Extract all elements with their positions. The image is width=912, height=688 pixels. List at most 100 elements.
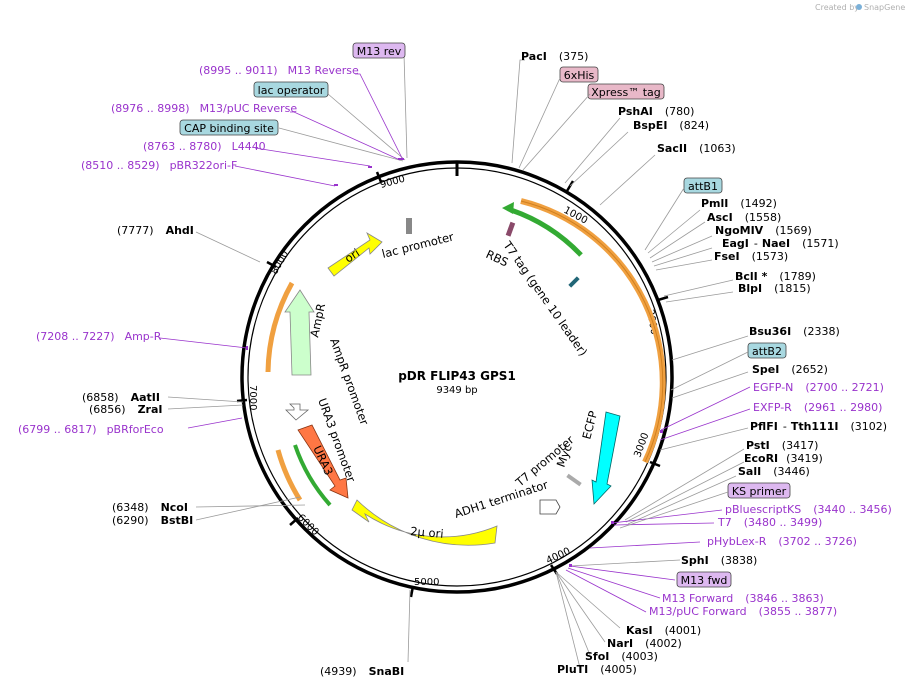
t7tag-arrowhead: [502, 202, 514, 214]
svg-text:KS primer: KS primer: [732, 485, 787, 498]
enzyme-leaders: [167, 53, 749, 669]
primer-pbr322ori-f: (8510 .. 8529)pBR322ori-F: [81, 159, 237, 172]
enzyme-fseI: FseI(1573): [714, 250, 788, 263]
ori-label: ori: [342, 246, 362, 266]
myc-feature: [566, 473, 582, 487]
enzyme-pmlI: PmlI(1492): [701, 197, 777, 210]
box-ks-primer: KS primer: [727, 482, 791, 499]
primer-leaders: [159, 73, 751, 613]
backbone-outer: [240, 160, 674, 594]
box-attb1: attB1: [683, 177, 723, 194]
enzyme-ngoMIV: NgoMIV(1569): [715, 224, 812, 237]
enzyme-ecoRI: EcoRI(3419): [744, 452, 823, 465]
tick-6000: 6000: [295, 512, 321, 538]
plasmid-name: pDR FLIP43 GPS1: [398, 369, 516, 383]
primer-pbluescriptks: pBluescriptKS(3440 .. 3456): [725, 503, 892, 516]
box-attb2: attB2: [747, 342, 787, 359]
ori-feature: [327, 232, 383, 277]
primer-egfp-n: EGFP-N(2700 .. 2721): [753, 381, 884, 394]
enzyme-bsu36I: Bsu36I(2338): [749, 325, 840, 338]
box-leaders: [518, 77, 749, 529]
primer-m13-forward: M13 Forward(3846 .. 3863): [662, 592, 824, 605]
primer-pbrforeco: (6799 .. 6817)pBRforEco: [18, 423, 164, 436]
svg-text:lac operator: lac operator: [258, 84, 325, 97]
box-6xhis: 6xHis: [559, 66, 599, 83]
enzyme-sacII: SacII(1063): [657, 142, 736, 155]
box-lac-operator: lac operator: [253, 81, 329, 98]
enzyme-pshAI: PshAI(780): [618, 105, 694, 118]
enzyme-narI: NarI(4002): [607, 637, 682, 650]
enzyme-speI: SpeI(2652): [752, 363, 828, 376]
lac-promoter-mark: [406, 218, 412, 234]
enzyme-pacI: PacI(375): [521, 50, 588, 63]
2mu-ori-feature: [351, 499, 498, 546]
ura3-label: URA3: [310, 443, 336, 477]
svg-text:attB2: attB2: [752, 345, 782, 358]
enzyme-kasI: KasI(4001): [626, 624, 701, 637]
small-feature-mark: [568, 276, 580, 288]
tick-5000: 5000: [414, 577, 439, 588]
ura3-feature: [297, 424, 349, 499]
box-cap-binding-site: CAP binding site: [179, 119, 279, 136]
tick-7000: 7000: [247, 385, 258, 410]
enzyme-pluTI: PluTI(4005): [557, 663, 637, 676]
enzyme-bclI: BclI *(1789): [735, 270, 816, 283]
adh1-terminator-feature: [539, 499, 561, 515]
primer-m13-reverse: (8995 .. 9011)M13 Reverse: [199, 64, 359, 77]
enzyme-aatII: (6858)AatII: [82, 391, 160, 404]
ring-ticks: [236, 171, 669, 598]
primer-phyblex-r: pHybLex-R(3702 .. 3726): [707, 535, 857, 548]
enzyme-ahdI: (7777)AhdI: [117, 224, 194, 237]
credit-prefix: Created by: [815, 3, 859, 12]
enzyme-pstI: PstI(3417): [746, 439, 818, 452]
primer-l4440: (8763 .. 8780)L4440: [143, 140, 266, 153]
adh1-terminator-label: ADH1 terminator: [453, 477, 550, 521]
box-m13-fwd: M13 fwd: [676, 571, 732, 588]
primer-amp-r: (7208 .. 7227)Amp-R: [36, 330, 162, 343]
snapgene-logo-icon: [856, 4, 862, 10]
tick-8000: 8000: [269, 249, 291, 277]
orange-feature-arc-left-top: [265, 281, 295, 373]
primer-marks: [246, 158, 663, 567]
t7tag-green-arc: [510, 207, 583, 257]
rbs-mark: [505, 221, 516, 237]
enzyme-bstBI: (6290)BstBI: [112, 514, 193, 527]
ecfp-feature: [591, 411, 621, 505]
credit-brand: SnapGene: [864, 3, 905, 12]
svg-text:M13 fwd: M13 fwd: [681, 574, 728, 587]
enzyme-bspEI: BspEI(824): [633, 119, 709, 132]
enzyme-pflFI-tth111I: PflFI-Tth111I(3102): [750, 420, 887, 433]
enzyme-snaBI: (4939)SnaBI: [320, 665, 404, 678]
ampr-label: AmpR: [307, 302, 328, 339]
svg-text:6xHis: 6xHis: [564, 69, 595, 82]
ampr-feature: [284, 289, 315, 376]
enzyme-salI: SalI(3446): [738, 465, 810, 478]
orange-feature-arc-left-bottom: [275, 449, 303, 502]
box-m13-rev: M13 rev: [352, 42, 406, 59]
2mu-ori-label: 2μ ori: [410, 524, 444, 541]
enzyme-ascI: AscI(1558): [707, 211, 781, 224]
primer-m13puc-forward: M13/pUC Forward(3855 .. 3877): [649, 605, 837, 618]
orange-feature-arc-right-edge: [520, 200, 664, 463]
enzyme-sfoI: SfoI(4003): [585, 650, 658, 663]
ampr-promoter-feature: [285, 403, 310, 421]
plasmid-size: 9349 bp: [436, 385, 477, 396]
primer-t7: T7(3480 .. 3499): [717, 516, 822, 529]
enzyme-blpI: BlpI(1815): [738, 282, 811, 295]
box-xpress-tag: Xpress™ tag: [587, 83, 665, 100]
enzyme-zraI: (6856)ZraI: [89, 403, 163, 416]
svg-text:Xpress™ tag: Xpress™ tag: [591, 86, 661, 99]
primer-m13puc-reverse: (8976 .. 8998)M13/pUC Reverse: [111, 102, 297, 115]
svg-text:M13 rev: M13 rev: [357, 45, 402, 58]
tick-4000: 4000: [545, 546, 573, 567]
primer-exfp-r: EXFP-R(2961 .. 2980): [753, 401, 882, 414]
green-arc-left: [293, 444, 332, 507]
enzyme-sphI: SphI(3838): [681, 554, 757, 567]
t7tag-label: T7 tag (gene 10 leader): [500, 238, 590, 359]
lac-promoter-label: lac promoter: [380, 229, 455, 260]
enzyme-ncoI: (6348)NcoI: [112, 501, 188, 514]
svg-text:attB1: attB1: [688, 180, 718, 193]
ecfp-label: ECFP: [579, 409, 600, 441]
enzyme-eagI-naeI: EagI-NaeI(1571): [722, 237, 839, 250]
